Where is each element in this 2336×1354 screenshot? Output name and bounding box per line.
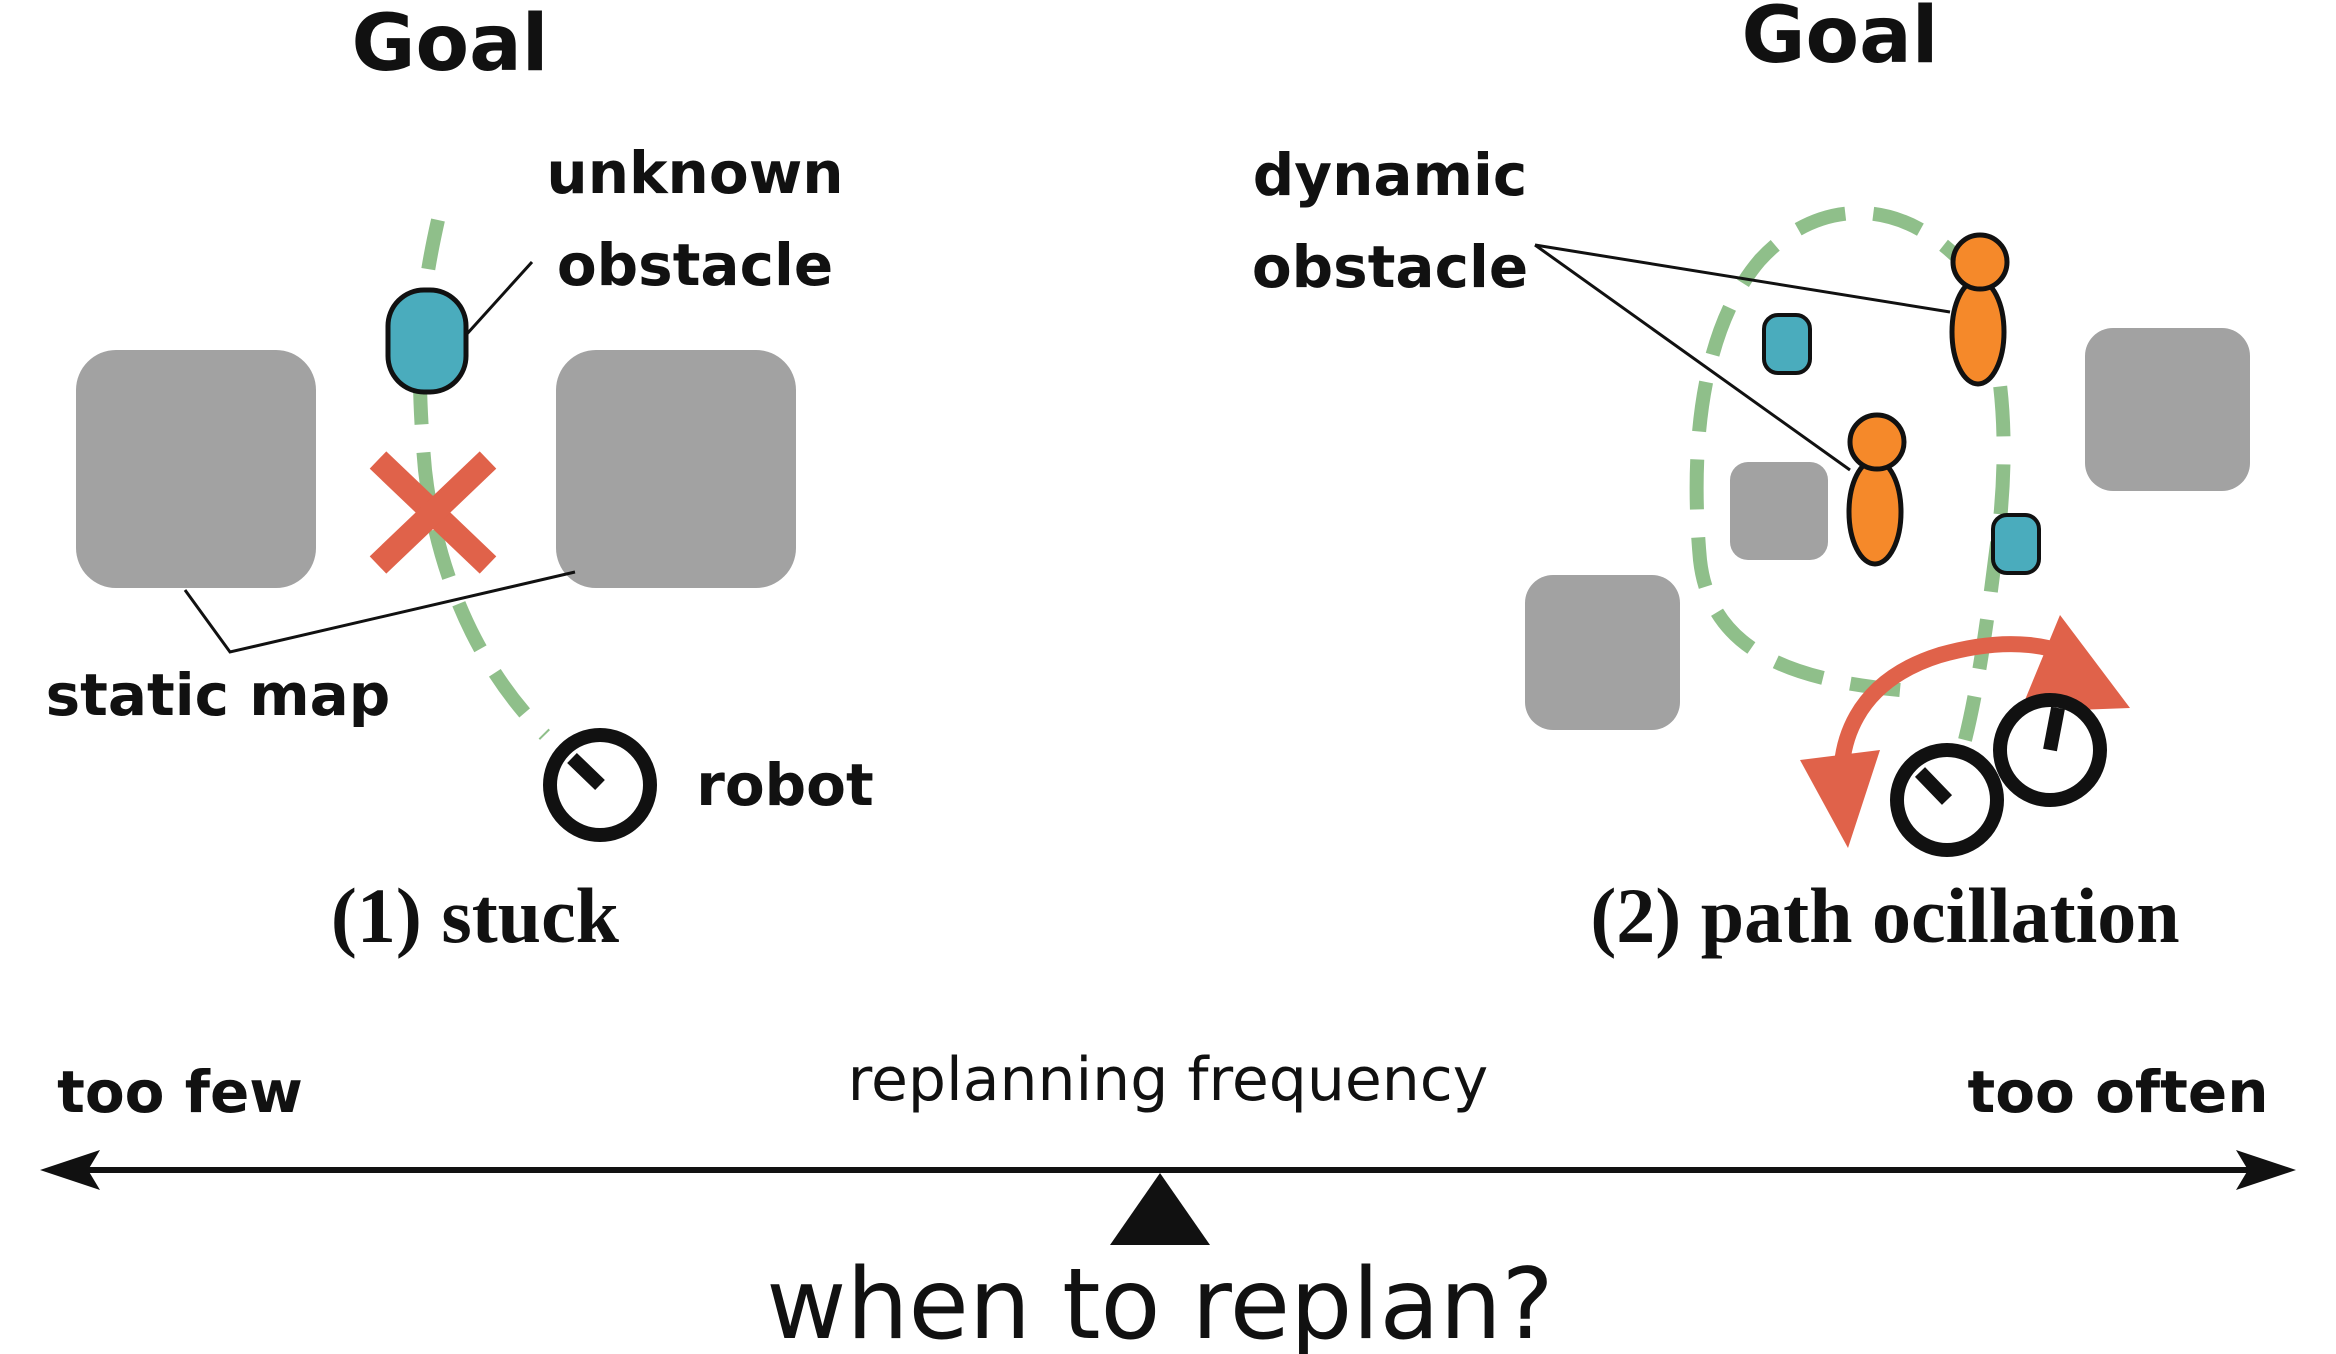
dynamic-obstacle-label-line2: obstacle	[1252, 233, 1528, 301]
static-obstacle-right	[556, 350, 796, 588]
fulcrum-triangle-icon	[1110, 1173, 1210, 1245]
pedestrian-icon-upper	[1949, 232, 2010, 387]
unknown-obstacle	[385, 287, 469, 395]
oscillation-arrow-icon	[1800, 615, 2130, 848]
unknown-obstacle-small-2	[1991, 513, 2041, 575]
unknown-obstacle-label-line1: unknown	[546, 139, 843, 207]
dynamic-obstacle-leader-upper	[1534, 243, 1951, 314]
unknown-obstacle-small-1	[1762, 313, 1812, 375]
pedestrian-icon-lower	[1846, 412, 1907, 567]
static-obstacle-far-right	[2085, 328, 2250, 491]
planned-path-left	[412, 218, 550, 740]
dynamic-obstacle-label-line1: dynamic	[1253, 141, 1527, 209]
right-caption: (2) path ocillation	[1590, 872, 2179, 959]
robot-label: robot	[696, 751, 874, 819]
unknown-obstacle-label-line2: obstacle	[557, 231, 833, 299]
static-obstacle-small	[1730, 462, 1828, 560]
unknown-obstacle-leader	[464, 260, 534, 337]
dynamic-obstacle-leader-lower	[1534, 243, 1851, 472]
oscillating-path	[1689, 206, 2011, 742]
robot-icon	[543, 728, 657, 842]
robot-icon-right-a	[1993, 693, 2107, 807]
static-map-leader	[183, 570, 576, 654]
right-panel: Goal dynamic obstacle	[1252, 0, 2250, 959]
static-obstacle-left	[76, 350, 316, 588]
static-map-label: static map	[46, 661, 391, 729]
left-caption: (1) stuck	[331, 872, 620, 959]
replanning-frequency-label: replanning frequency	[848, 1045, 1489, 1115]
axis-arrow-right-icon	[2236, 1150, 2296, 1190]
stuck-x-icon	[369, 451, 497, 574]
too-few-label: too few	[57, 1058, 303, 1126]
robot-icon-right-b	[1890, 743, 2004, 857]
static-obstacle-lower-left	[1525, 575, 1680, 730]
replanning-scale: too few replanning frequency too often w…	[40, 1045, 2296, 1354]
right-goal-label: Goal	[1742, 0, 1939, 81]
left-goal-label: Goal	[352, 0, 549, 89]
question-label: when to replan?	[766, 1248, 1553, 1354]
too-often-label: too often	[1967, 1058, 2268, 1126]
axis-arrow-left-icon	[40, 1150, 100, 1190]
left-panel: Goal unknown obstacle static map robot (…	[46, 0, 874, 959]
